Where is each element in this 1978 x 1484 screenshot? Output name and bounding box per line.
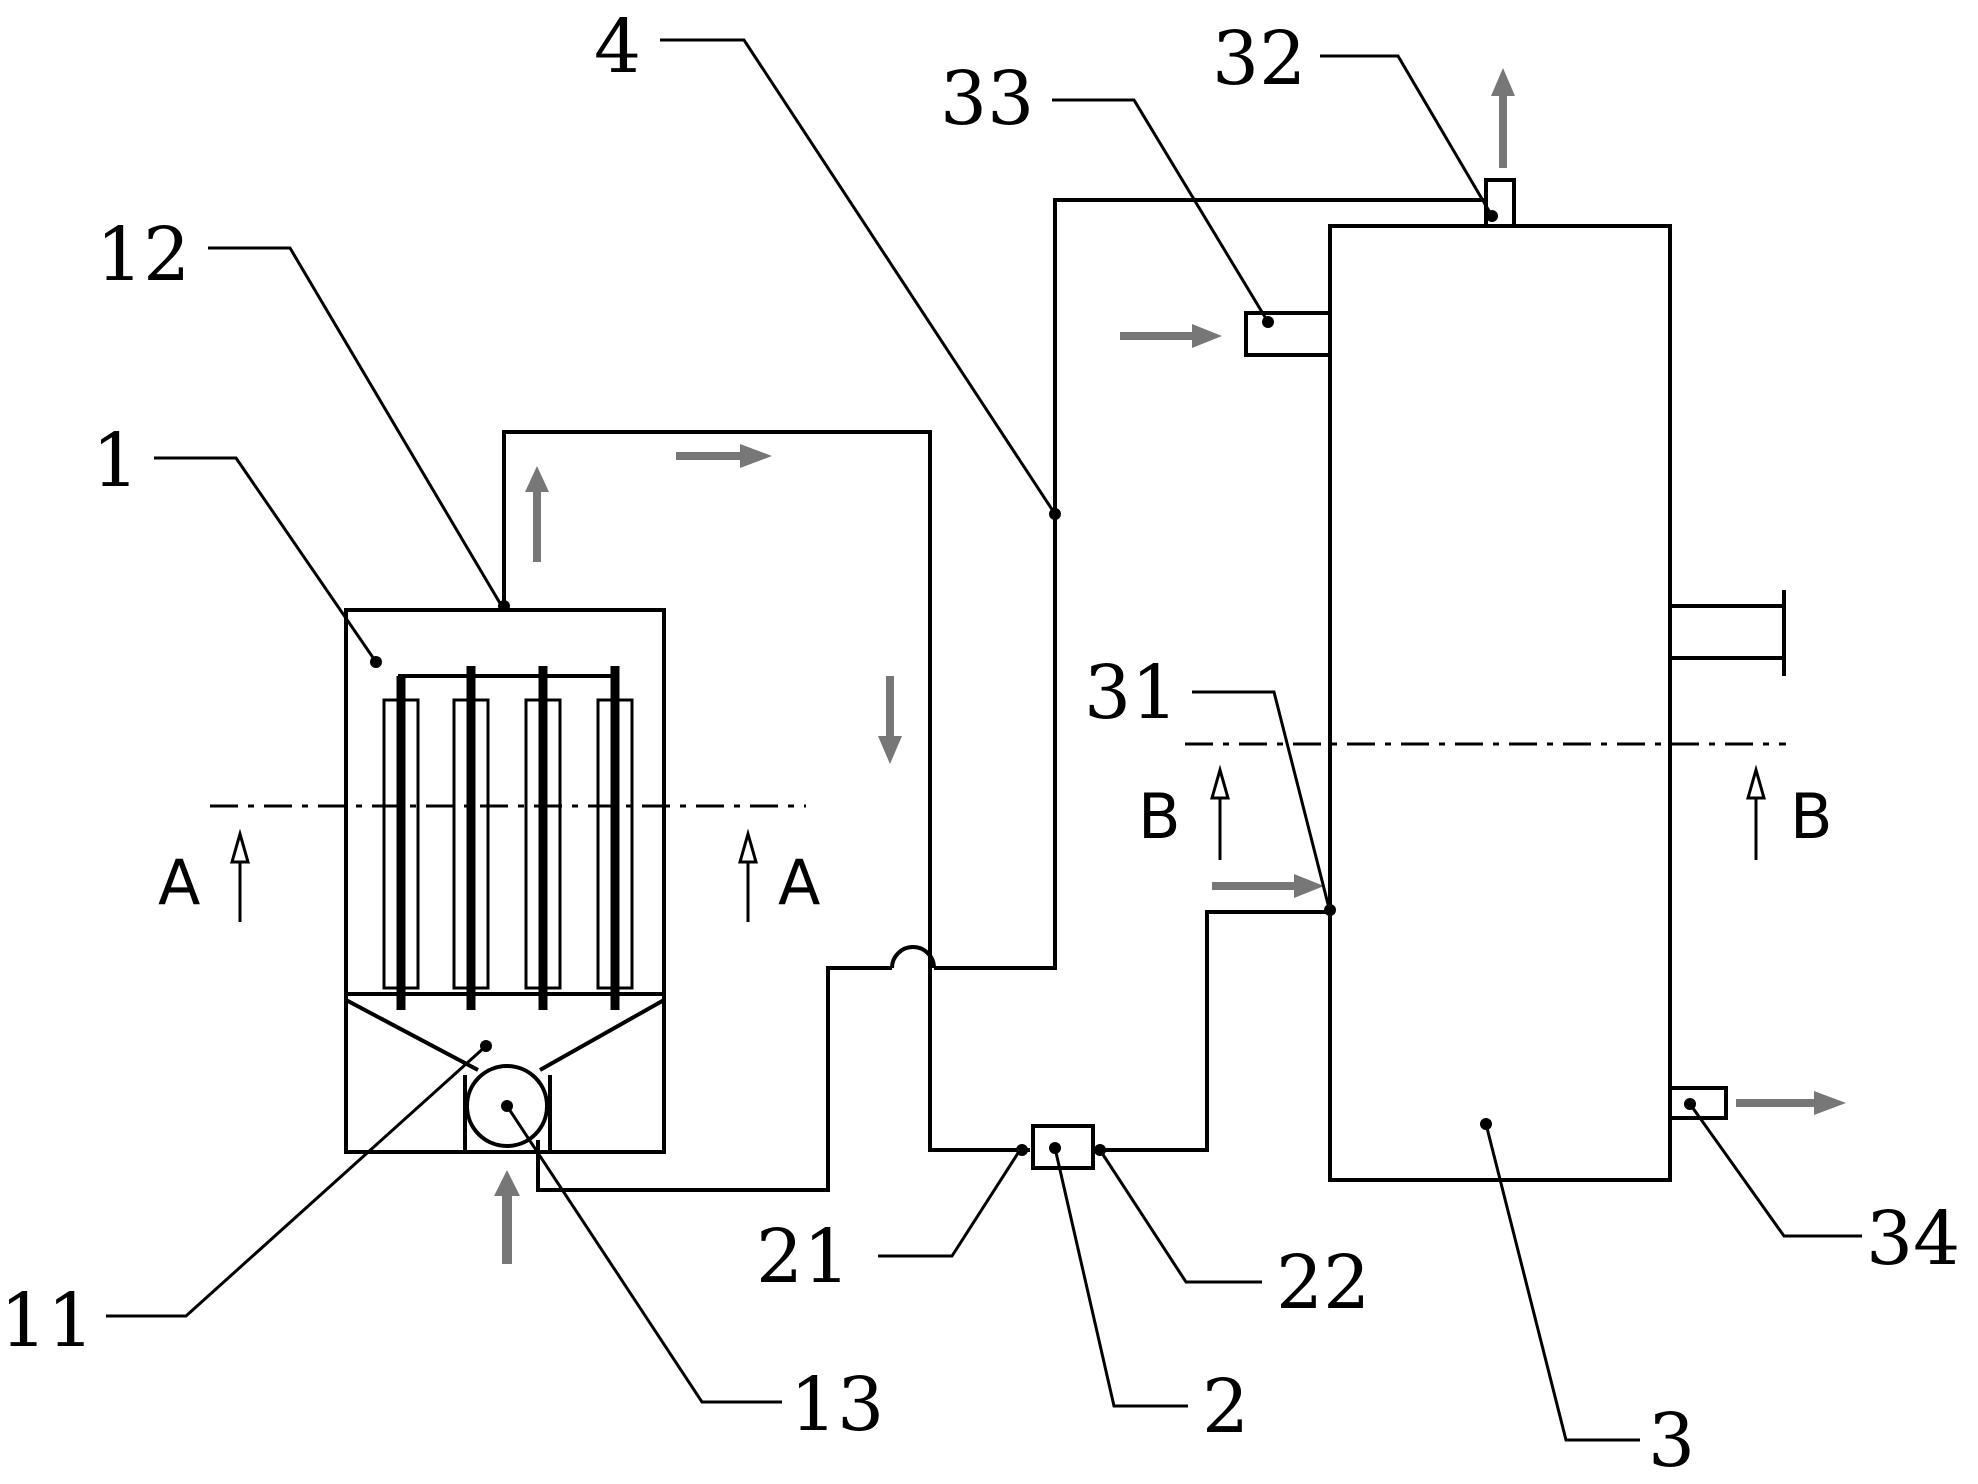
unit-3-vessel	[1244, 178, 1786, 1182]
section-lines: A A B B	[158, 742, 1833, 922]
flow-arrow-right-34	[1736, 1091, 1846, 1115]
component-13-circle	[465, 1064, 549, 1148]
component-2-box	[1031, 1124, 1095, 1170]
label-12: 12	[96, 212, 190, 298]
label-32: 32	[1212, 16, 1306, 102]
inlet-33	[1244, 311, 1332, 357]
section-b-right: B	[1790, 780, 1833, 853]
flow-arrows	[494, 68, 1846, 1264]
flow-arrow-up-unit1	[525, 466, 549, 562]
leader-lines	[106, 38, 1862, 1442]
label-3: 3	[1648, 1398, 1695, 1484]
flow-arrow-right-top	[676, 444, 772, 468]
label-11: 11	[0, 1278, 94, 1364]
label-2: 2	[1202, 1364, 1249, 1450]
label-34: 34	[1866, 1196, 1960, 1282]
unit-1-vessel	[344, 608, 666, 1154]
flow-arrow-right-33	[1120, 324, 1222, 348]
tube-bank	[382, 666, 634, 1010]
reference-numerals: 4 33 32 12 1 31 11 13 21 22 2 3 34	[0, 4, 1960, 1484]
flow-arrow-right-31	[1212, 874, 1324, 898]
flow-arrow-up-bottom	[494, 1170, 520, 1264]
label-33: 33	[940, 56, 1034, 142]
section-a-right: A	[778, 846, 820, 919]
outlet-34	[1668, 1086, 1728, 1120]
flow-arrow-up-32	[1491, 68, 1515, 168]
piping	[502, 180, 1488, 1192]
label-1: 1	[92, 418, 139, 504]
section-a-left: A	[158, 846, 200, 919]
label-21: 21	[756, 1214, 850, 1300]
label-22: 22	[1276, 1240, 1370, 1326]
flow-arrow-down	[878, 676, 902, 764]
label-13: 13	[790, 1362, 884, 1448]
label-31: 31	[1084, 650, 1178, 736]
section-b-left: B	[1138, 780, 1181, 853]
label-4: 4	[594, 4, 641, 90]
